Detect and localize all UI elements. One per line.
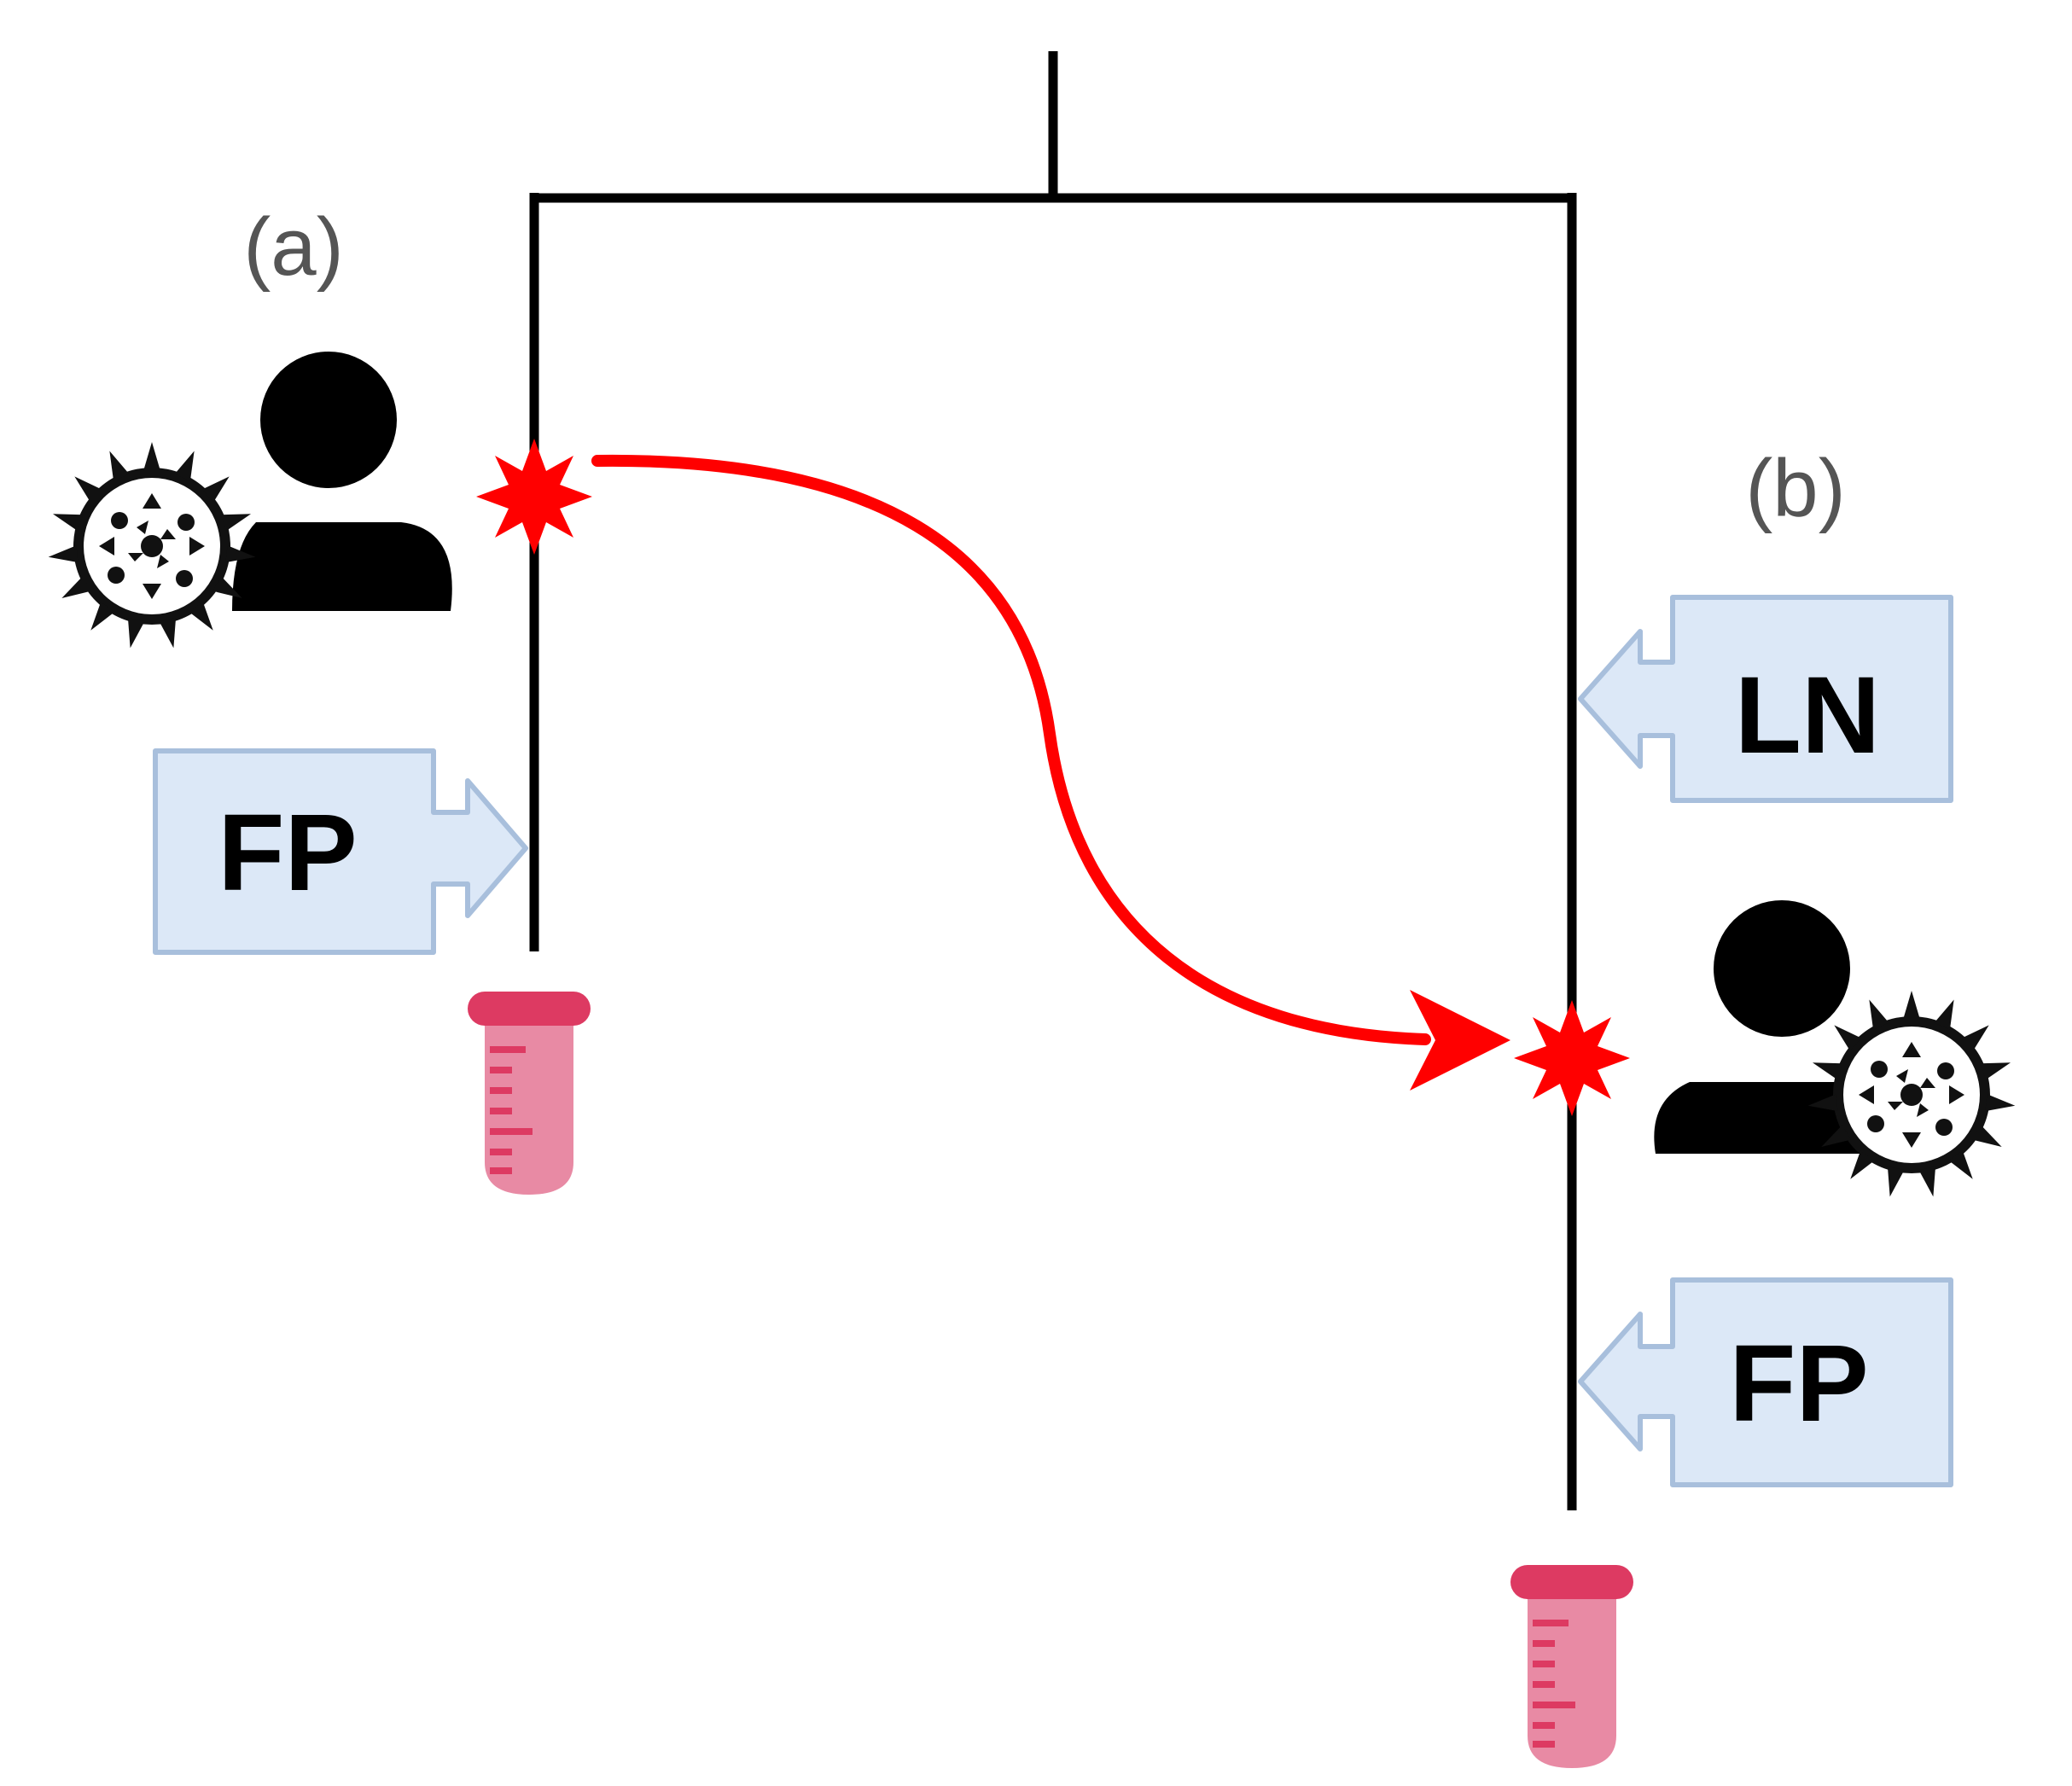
label-b: (b) <box>1745 443 1845 534</box>
fp-callout-left: FP <box>153 748 528 955</box>
person-icon <box>232 352 452 611</box>
phylogenetic-tree <box>529 51 1577 1510</box>
label-a: (a) <box>243 201 343 293</box>
infection-star-icon <box>476 439 592 555</box>
fp-callout-right: FP <box>1578 1277 1953 1487</box>
arrowhead <box>1410 990 1510 1091</box>
person-icon <box>1654 900 1877 1154</box>
transmission-arrow <box>591 454 1510 1091</box>
test-tube-icon <box>468 992 591 1195</box>
virus-icon <box>1807 991 2017 1199</box>
fp-label-right: FP <box>1729 1323 1869 1445</box>
infection-star-icon <box>1514 1000 1630 1116</box>
test-tube-icon <box>1510 1565 1633 1768</box>
virus-icon <box>47 442 257 650</box>
ln-callout-right: LN <box>1578 595 1953 803</box>
fp-label-left: FP <box>218 792 358 914</box>
ln-label: LN <box>1735 654 1881 777</box>
